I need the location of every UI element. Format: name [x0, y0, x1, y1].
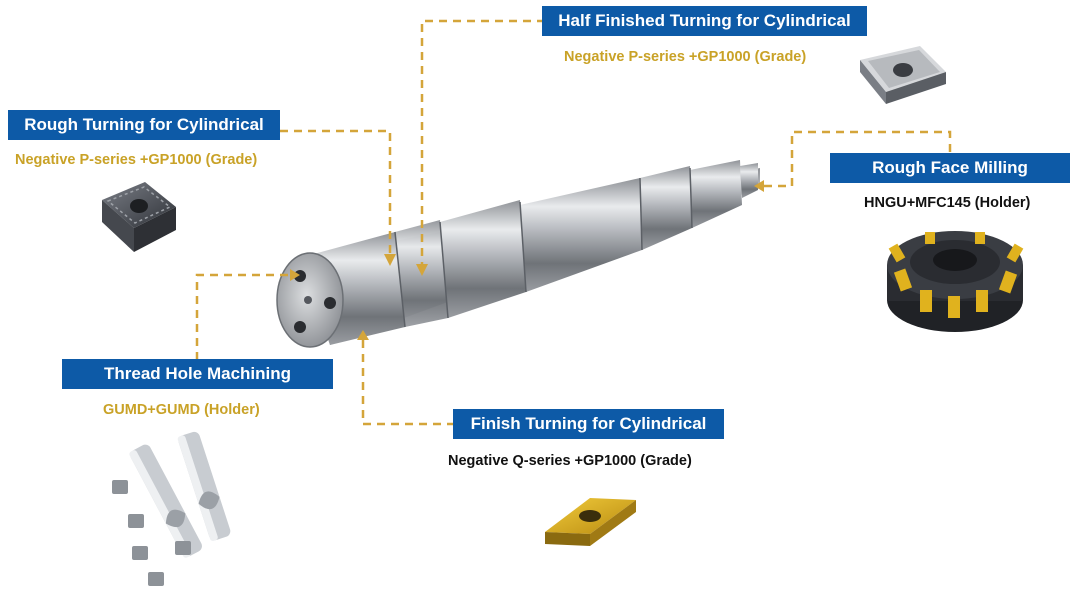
label-half-finished-turning: Half Finished Turning for Cylindrical — [542, 6, 867, 36]
label-rough-turning: Rough Turning for Cylindrical — [8, 110, 280, 140]
label-thread-hole-machining: Thread Hole Machining — [62, 359, 333, 389]
shaft — [276, 160, 760, 348]
leader-lines — [195, 19, 952, 426]
detail-half-finished-turning: Negative P-series +GP1000 (Grade) — [564, 49, 807, 65]
leader-arrows — [290, 180, 764, 340]
diamond-insert-icon — [545, 498, 636, 546]
label-finish-turning: Finish Turning for Cylindrical — [453, 409, 724, 439]
label-rough-face-milling: Rough Face Milling — [830, 153, 1070, 183]
detail-finish-turning: Negative Q-series +GP1000 (Grade) — [448, 453, 692, 469]
drill-tools-icon — [112, 431, 231, 586]
face-mill-cutter-icon — [887, 231, 1024, 332]
detail-thread-hole-machining: GUMD+GUMD (Holder) — [103, 402, 260, 418]
square-insert-icon-rough — [102, 182, 176, 252]
detail-rough-turning: Negative P-series +GP1000 (Grade) — [15, 152, 258, 168]
square-insert-icon-half — [860, 46, 946, 104]
detail-rough-face-milling: HNGU+MFC145 (Holder) — [864, 195, 1031, 211]
